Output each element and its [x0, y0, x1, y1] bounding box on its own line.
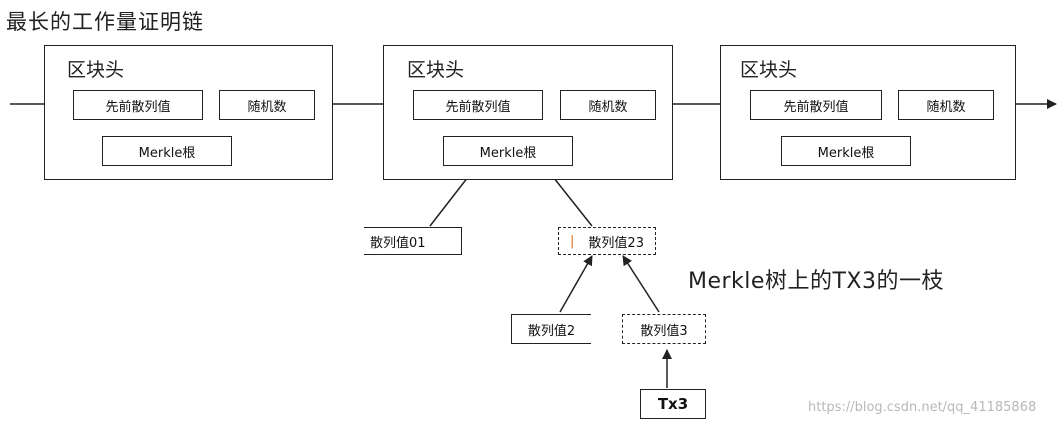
merkle-root-field-1: Merkle根 [102, 136, 232, 166]
nonce-field-2: 随机数 [560, 90, 656, 120]
block-header-label-2: 区块头 [407, 59, 465, 81]
prev-hash-field-2: 先前散列值 [413, 90, 543, 120]
nonce-field-1: 随机数 [219, 90, 315, 120]
merkle-root-field-2: Merkle根 [443, 136, 573, 166]
watermark: https://blog.csdn.net/qq_41185868 [808, 400, 1037, 415]
merkle-root-field-3: Merkle根 [781, 136, 911, 166]
text-cursor-icon: | [570, 233, 575, 249]
tx3-node: Tx3 [640, 389, 706, 419]
hash-2-node: 散列值2 [511, 314, 591, 344]
block-header-label-1: 区块头 [67, 59, 125, 81]
prev-hash-field-3: 先前散列值 [750, 90, 882, 120]
tree-arrow-hash3-hash23 [622, 255, 660, 313]
tree-arrow-hash2-hash23 [559, 255, 593, 313]
diagram-title: 最长的工作量证明链 [6, 10, 204, 34]
hash-23-label: 散列值23 [588, 235, 644, 251]
nonce-field-3: 随机数 [898, 90, 994, 120]
block-header-label-3: 区块头 [740, 59, 798, 81]
hash-01-node: 散列值01 [364, 227, 462, 255]
hash-23-node: | 散列值23 [558, 227, 656, 255]
hash-3-node: 散列值3 [622, 314, 706, 344]
merkle-branch-caption: Merkle树上的TX3的一枝 [688, 269, 944, 294]
prev-hash-field-1: 先前散列值 [73, 90, 203, 120]
